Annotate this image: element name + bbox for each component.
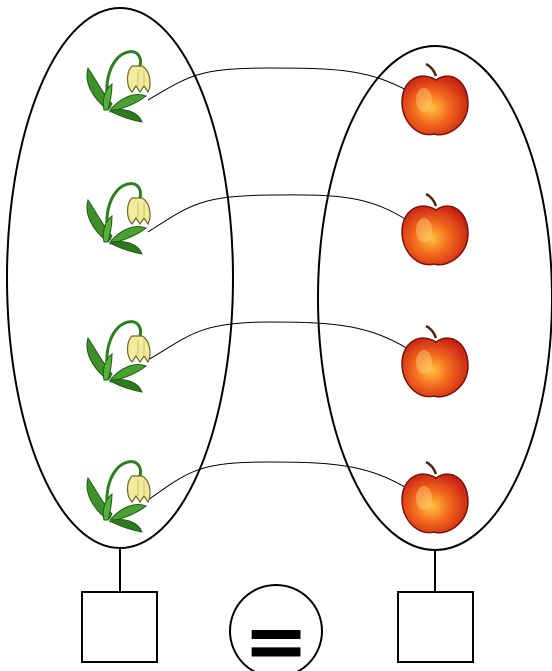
red-apple-icon — [402, 64, 468, 135]
red-apple-icon — [402, 194, 468, 265]
matching-lines — [148, 68, 410, 500]
snowdrop-flower-icon — [87, 184, 150, 254]
snowdrop-flower-icon — [87, 52, 150, 122]
red-apple-icon — [402, 326, 468, 397]
matching-line — [148, 195, 410, 232]
red-apple-icon — [402, 462, 468, 533]
right-answer-box[interactable] — [398, 592, 473, 662]
matching-line — [148, 322, 410, 360]
left-answer-box[interactable] — [82, 592, 157, 662]
right-group-items — [402, 64, 468, 533]
matching-line — [148, 68, 410, 100]
comparison-sign: = — [243, 597, 308, 671]
snowdrop-flower-icon — [87, 322, 150, 392]
snowdrop-flower-icon — [87, 462, 150, 532]
left-group-items — [87, 52, 150, 532]
